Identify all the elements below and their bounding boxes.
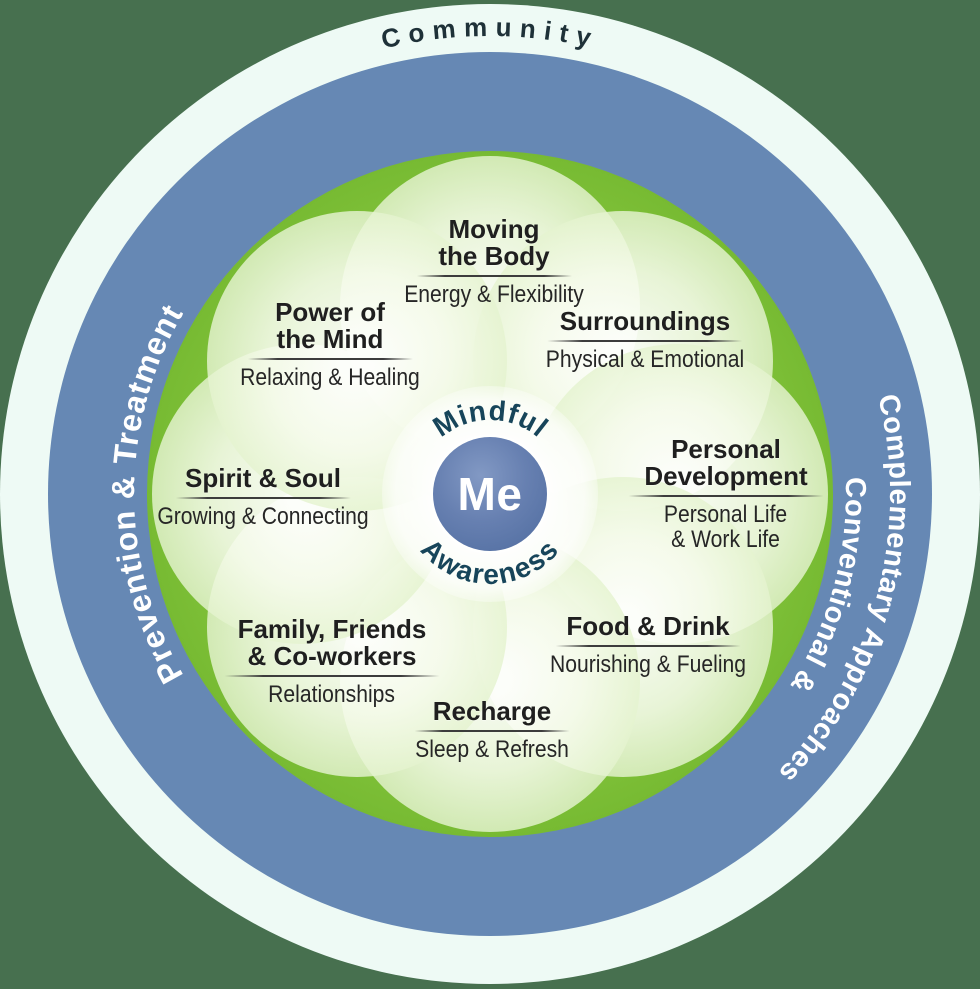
petal-subtitle: Relaxing & Healing [240, 364, 420, 391]
petal-label-recharge: Recharge Sleep & Refresh [405, 698, 580, 762]
petal-title: Moving the Body [438, 214, 550, 271]
petal-title: Recharge [432, 696, 552, 726]
petal-label-food-and-drink: Food & Drink Nourishing & Fueling [537, 611, 760, 678]
petal-label-personal-development: Personal Development Personal Life & Wor… [628, 434, 824, 553]
petal-title: Food & Drink [566, 611, 730, 641]
divider-line [414, 730, 570, 732]
petal-subtitle: Energy & Flexibility [404, 281, 584, 308]
divider-line [247, 358, 413, 360]
petal-title: Power of the Mind [275, 297, 385, 354]
petal-subtitle: Growing & Connecting [157, 503, 369, 530]
divider-line [547, 340, 743, 342]
petal-subtitle: Relationships [268, 681, 396, 708]
petal-label-power-of-the-mind: Power of the Mind Relaxing & Healing [228, 297, 432, 391]
me-circle: Me [433, 437, 547, 551]
petal-subtitle: Physical & Emotional [545, 346, 745, 373]
divider-line [628, 495, 824, 497]
divider-line [555, 645, 741, 647]
petal-label-moving-the-body: Moving the Body Energy & Flexibility [392, 214, 596, 308]
divider-line [175, 497, 351, 499]
petal-title: Spirit & Soul [184, 463, 341, 493]
me-label: Me [457, 468, 523, 520]
petal-label-spirit-and-soul: Spirit & Soul Growing & Connecting [143, 463, 383, 530]
petal-subtitle: Sleep & Refresh [415, 736, 569, 763]
petal-subtitle: Personal Life & Work Life [664, 501, 788, 553]
petal-title: Family, Friends & Co-workers [237, 614, 427, 671]
divider-line [416, 275, 572, 277]
petal-title: Surroundings [559, 306, 731, 336]
petal-label-family-friends-coworkers: Family, Friends & Co-workers Relationshi… [224, 614, 440, 708]
divider-line [224, 675, 440, 677]
petal-label-surroundings: Surroundings Physical & Emotional [532, 306, 757, 373]
petal-title: Personal Development [644, 434, 808, 491]
petal-subtitle: Nourishing & Fueling [549, 651, 747, 678]
